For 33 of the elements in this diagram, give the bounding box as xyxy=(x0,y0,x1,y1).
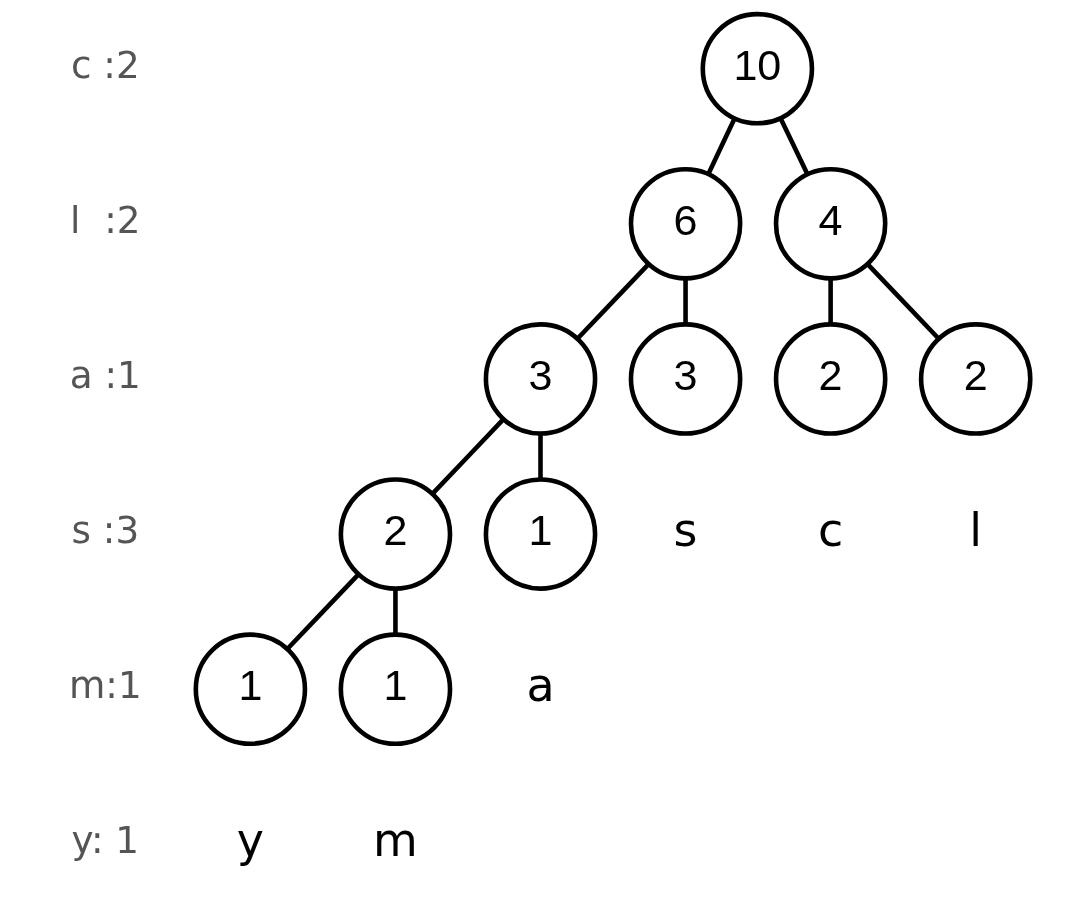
node-circle: 3 xyxy=(628,322,742,436)
connector xyxy=(575,262,650,340)
node-label: a xyxy=(525,657,555,712)
node-circle: 1 xyxy=(193,632,307,747)
connector xyxy=(827,278,833,325)
node-circle: 6 xyxy=(628,166,742,281)
node-circle: 1 xyxy=(338,632,452,747)
label: y: 1 xyxy=(71,818,139,863)
node-circle: 4 xyxy=(773,166,887,281)
connector xyxy=(682,278,688,325)
label: m:1 xyxy=(68,663,142,708)
connector xyxy=(285,572,360,651)
node-circle: 2 xyxy=(338,477,452,591)
node-circle: 2 xyxy=(773,322,887,436)
node-circle: 10 xyxy=(700,11,814,126)
node-label: m xyxy=(372,812,418,867)
connector xyxy=(430,417,505,495)
node-label: y xyxy=(236,812,264,867)
connector xyxy=(392,588,398,635)
label: a :1 xyxy=(69,352,141,397)
node-circle: 3 xyxy=(483,322,597,436)
node-label: c xyxy=(817,502,843,557)
label: s :3 xyxy=(71,508,139,553)
connector xyxy=(537,433,543,480)
node-label: l xyxy=(968,502,982,557)
node-circle: 1 xyxy=(483,477,597,591)
connector xyxy=(865,262,940,340)
label: l :2 xyxy=(69,197,141,242)
node-label: s xyxy=(673,502,698,557)
connector xyxy=(705,117,737,175)
label: c :2 xyxy=(70,42,140,87)
connector xyxy=(777,117,809,176)
node-circle: 2 xyxy=(918,322,1033,436)
